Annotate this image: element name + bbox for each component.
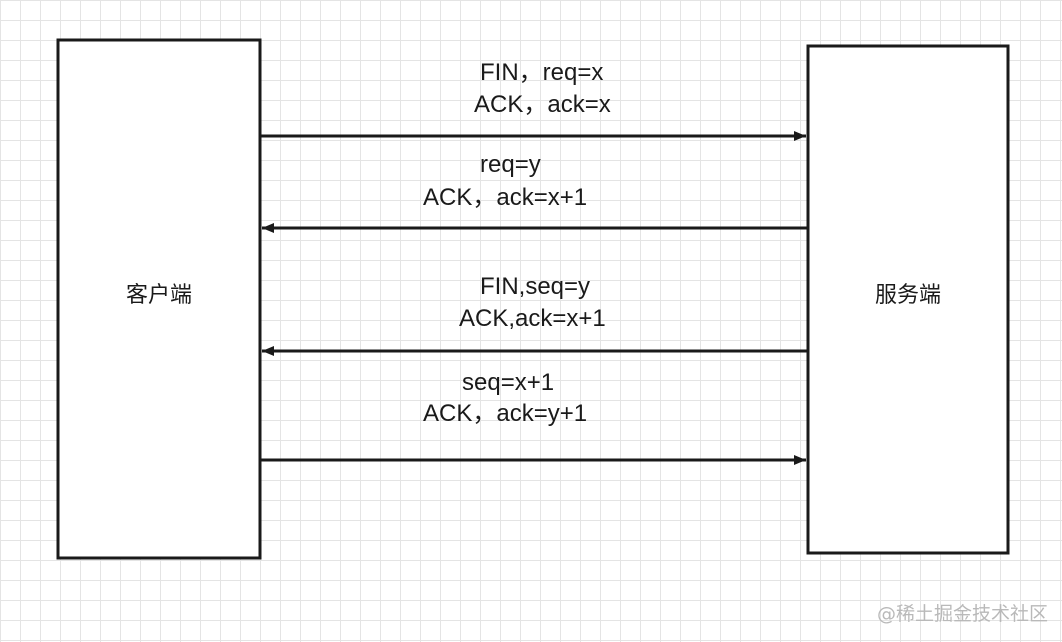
client-box xyxy=(56,38,262,560)
message-3-line-1: FIN,seq=y xyxy=(480,273,590,300)
message-1-line-1: FIN，req=x xyxy=(480,59,603,86)
server-box xyxy=(806,44,1010,555)
server-node: 服务端 xyxy=(806,44,1010,555)
client-label: 客户端 xyxy=(126,283,192,308)
message-3: FIN,seq=y ACK,ack=x+1 xyxy=(262,273,808,356)
message-2-line-2: ACK，ack=x+1 xyxy=(423,184,587,211)
message-4-line-2: ACK，ack=y+1 xyxy=(423,400,587,427)
message-4: seq=x+1 ACK，ack=y+1 xyxy=(260,369,806,465)
message-1: FIN，req=x ACK，ack=x xyxy=(260,59,806,141)
server-label: 服务端 xyxy=(875,283,941,308)
client-node: 客户端 xyxy=(56,38,262,560)
message-3-line-2: ACK,ack=x+1 xyxy=(459,305,606,332)
watermark: @稀土掘金技术社区 xyxy=(876,603,1048,625)
message-4-line-1: seq=x+1 xyxy=(462,369,554,396)
message-2-line-1: req=y xyxy=(480,151,541,178)
message-2: req=y ACK，ack=x+1 xyxy=(262,151,808,233)
message-1-line-2: ACK，ack=x xyxy=(474,91,611,118)
